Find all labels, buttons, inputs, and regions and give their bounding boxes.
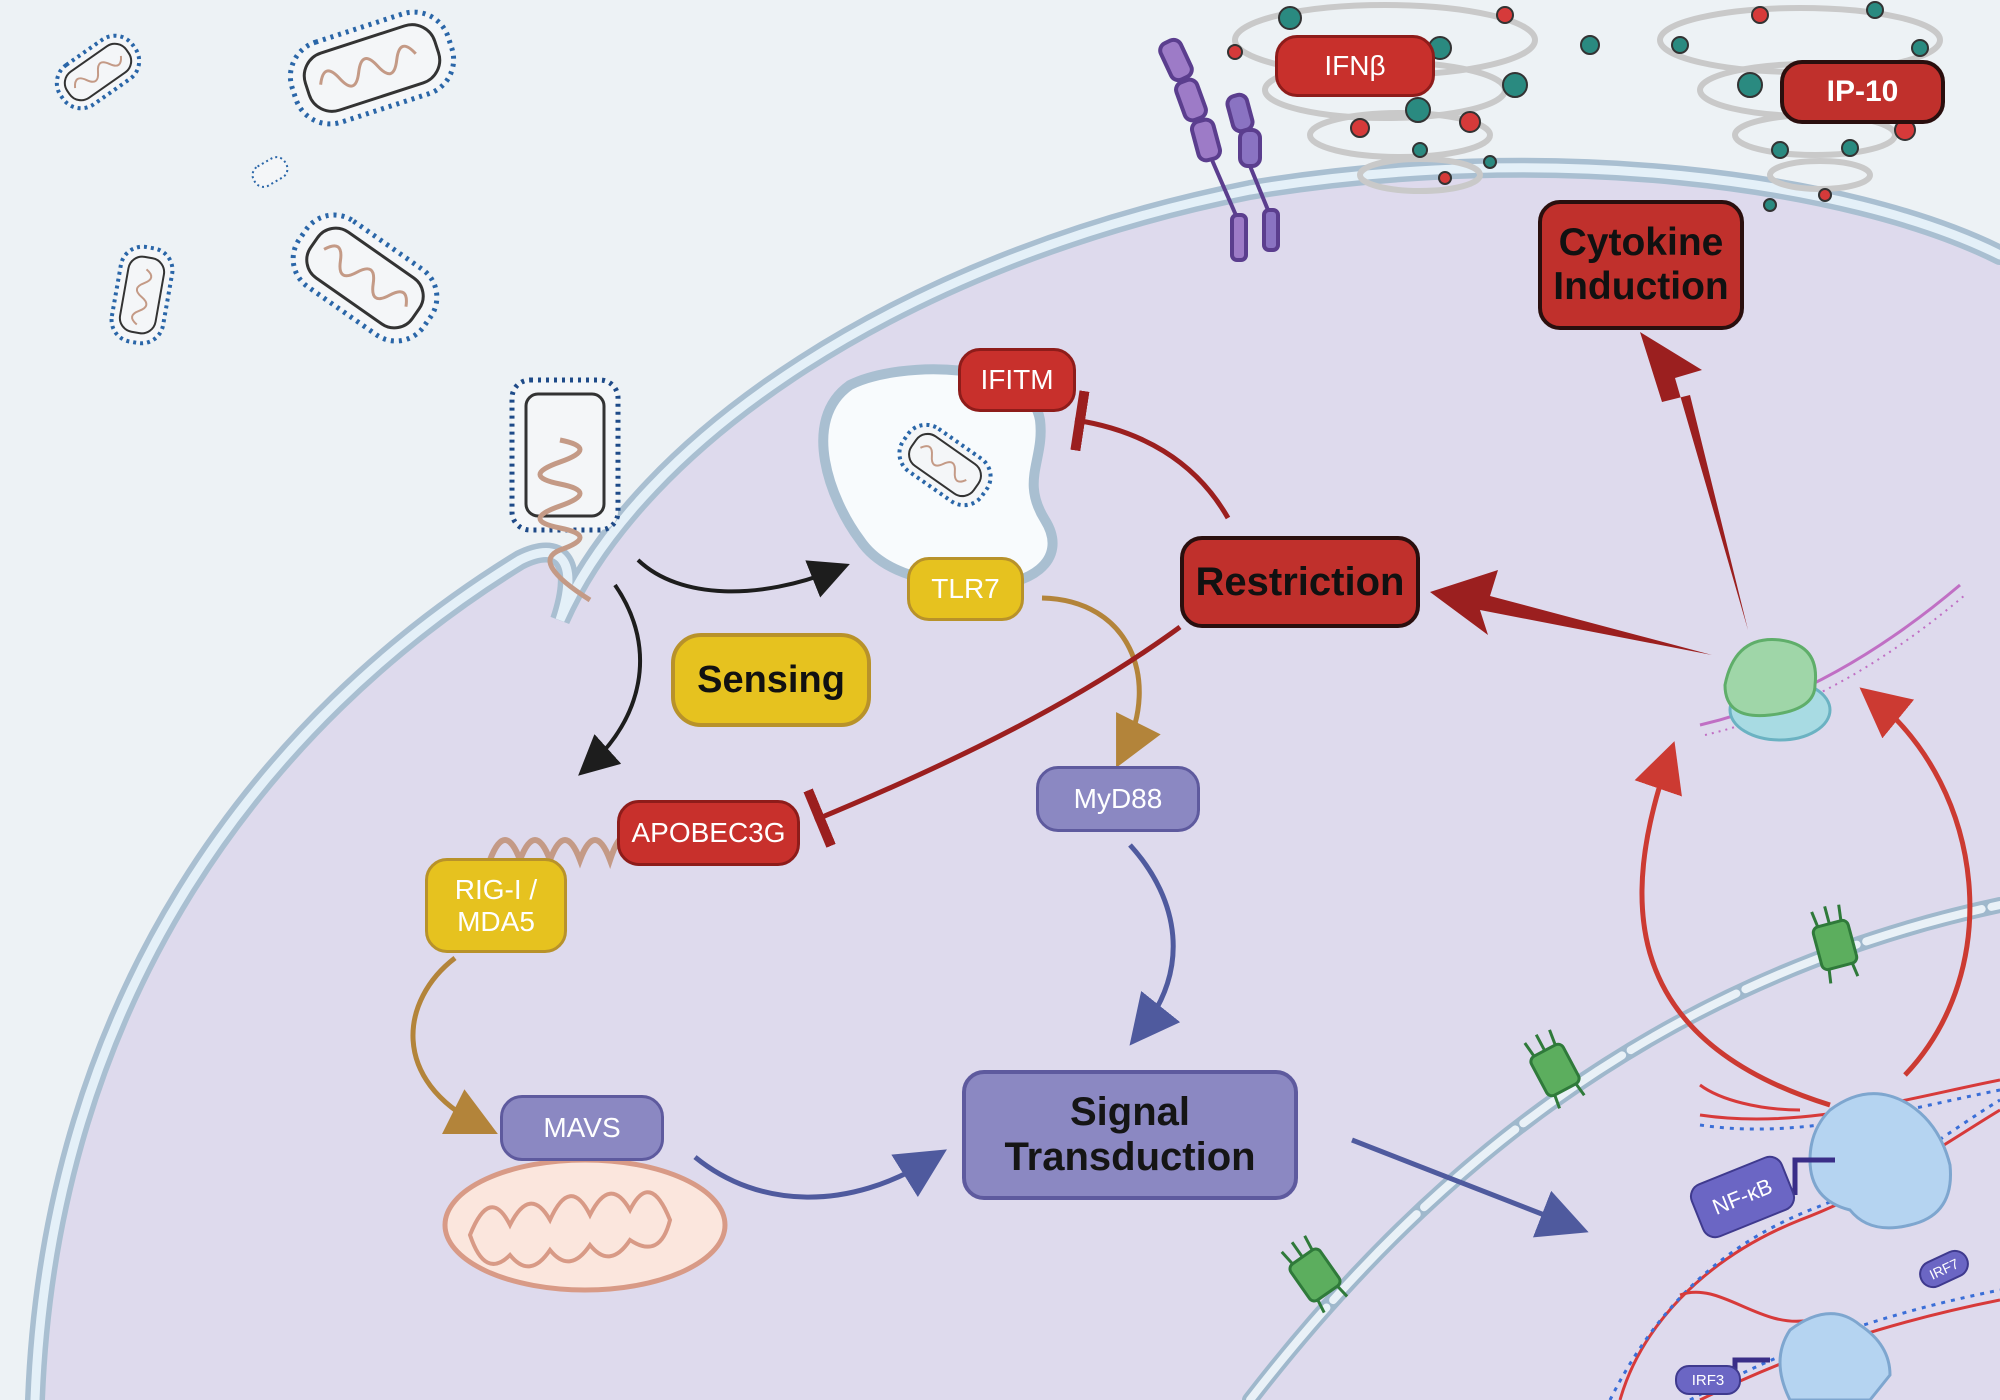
cell bbox=[25, 157, 2000, 1400]
virion bbox=[287, 9, 457, 127]
label-sensing: Sensing bbox=[671, 633, 871, 727]
label-irf3: IRF3 bbox=[1675, 1365, 1741, 1395]
virion bbox=[54, 33, 142, 111]
inhibition-restriction-to-apobec3g bbox=[803, 624, 1182, 848]
arrow-signal-to-nucleus bbox=[1351, 1137, 1589, 1238]
cytokine-molecules bbox=[1227, 1, 1929, 212]
virion bbox=[109, 244, 175, 346]
label-ip10: IP-10 bbox=[1780, 60, 1945, 124]
label-restriction: Restriction bbox=[1180, 536, 1420, 628]
arrow-mavs-to-signal bbox=[693, 1149, 947, 1200]
label-ifitm: IFITM bbox=[958, 348, 1076, 412]
cell-cytoplasm bbox=[35, 167, 2000, 1400]
virion bbox=[251, 156, 289, 188]
arrow-entry-to-endosome bbox=[636, 558, 850, 598]
label-mavs: MAVS bbox=[500, 1095, 664, 1161]
label-tlr7: TLR7 bbox=[907, 557, 1024, 621]
label-cytokine-induction: Cytokine Induction bbox=[1538, 200, 1744, 330]
rna-polymerase bbox=[1778, 1092, 1952, 1400]
virion bbox=[290, 212, 440, 344]
arrow-entry-to-cytosol bbox=[578, 583, 643, 776]
arrow-tlr7-to-myd88 bbox=[1041, 595, 1161, 768]
ifn-receptor bbox=[1158, 37, 1280, 262]
arrow-rig-to-mavs bbox=[410, 956, 498, 1134]
viral-rna bbox=[487, 831, 643, 869]
nuclear-pore bbox=[1280, 904, 1860, 1314]
ribosome bbox=[1699, 583, 1966, 742]
mitochondrion bbox=[442, 1157, 728, 1293]
inhibition-restriction-to-ifitm bbox=[1070, 390, 1231, 520]
cell-membrane-inner bbox=[30, 163, 2000, 1400]
label-rig-i-mda5: RIG-I / MDA5 bbox=[425, 858, 567, 953]
label-ifnb: IFNβ bbox=[1275, 35, 1435, 97]
label-apobec3g: APOBEC3G bbox=[617, 800, 800, 866]
label-myd88: MyD88 bbox=[1036, 766, 1200, 832]
label-signal-transduction: Signal Transduction bbox=[962, 1070, 1298, 1200]
fusing-virion bbox=[509, 377, 621, 603]
arrow-dna-to-ribosome-left bbox=[1634, 741, 1831, 1108]
arrow-dna-to-ribosome-right bbox=[1859, 687, 1973, 1077]
arrow-myd88-to-signal bbox=[1128, 843, 1181, 1046]
arrow-ribosome-to-cytokine bbox=[1640, 332, 1748, 630]
